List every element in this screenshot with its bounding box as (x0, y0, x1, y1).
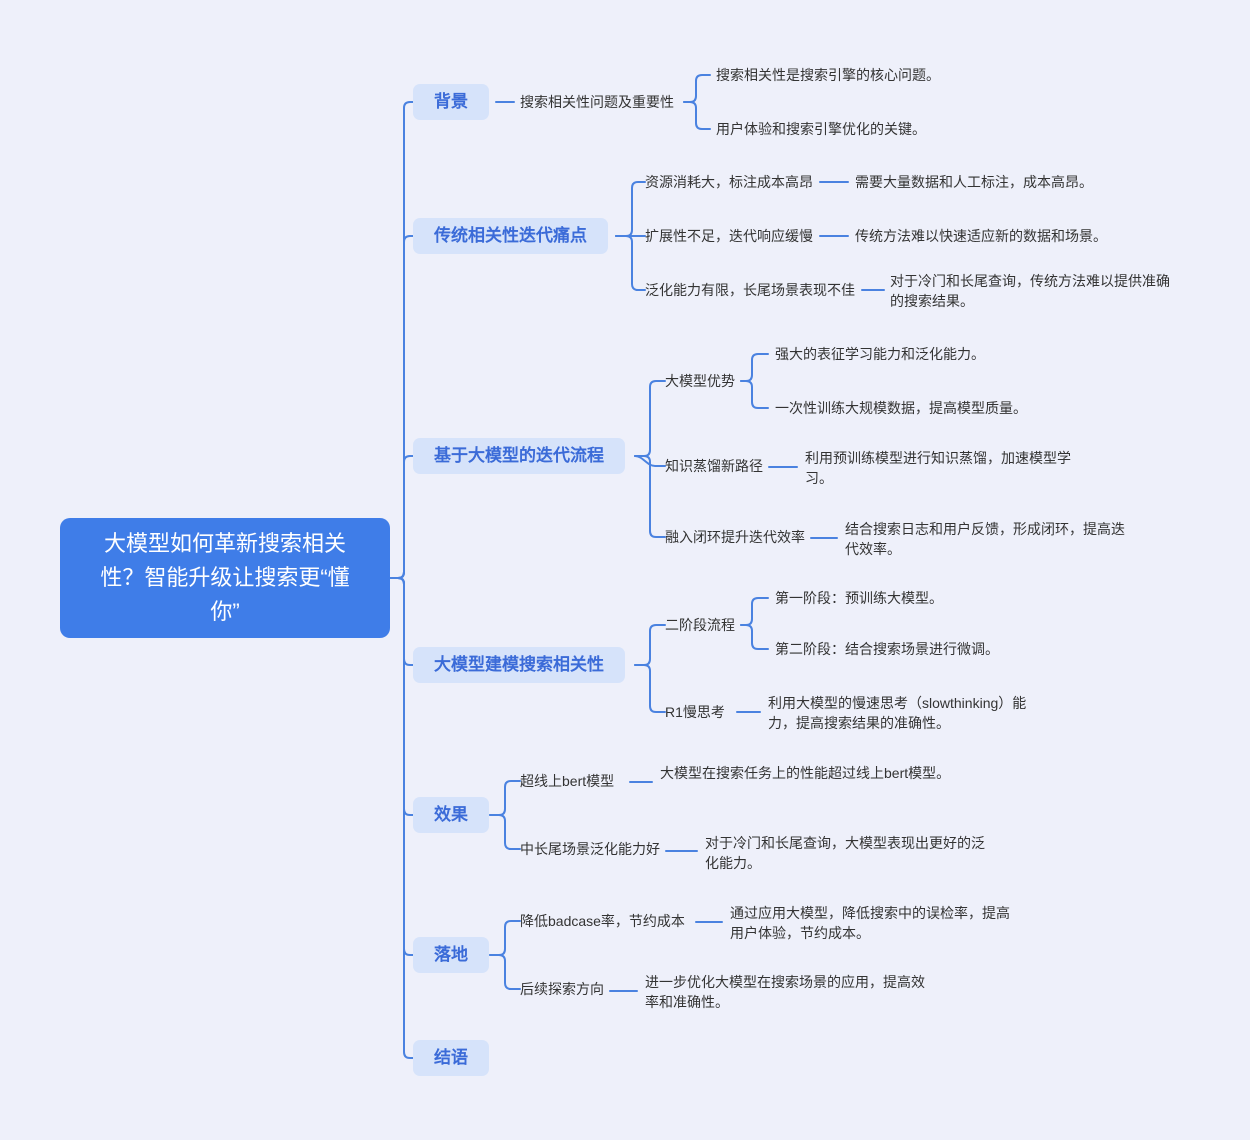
subtopic-node[interactable]: 二阶段流程 (665, 617, 735, 633)
edge (683, 101, 711, 130)
edge (683, 74, 711, 103)
edge (615, 181, 646, 237)
leaf-node[interactable]: 结合搜索日志和用户反馈，形成闭环，提高迭代效率。 (845, 521, 1125, 557)
leaf-node[interactable]: 对于冷门和长尾查询，大模型表现出更好的泛化能力。 (705, 835, 985, 871)
edge (740, 624, 769, 650)
edge (634, 380, 666, 457)
subtopic-node[interactable]: 融入闭环提升迭代效率 (665, 529, 805, 545)
root-node[interactable]: 大模型如何革新搜索相关性？智能升级让搜索更“懂你” (60, 518, 390, 638)
subtopic-node[interactable]: 降低badcase率，节约成本 (520, 913, 685, 929)
leaf-node[interactable]: 第一阶段：预训练大模型。 (775, 590, 943, 606)
leaf-node[interactable]: 对于冷门和长尾查询，传统方法难以提供准确的搜索结果。 (890, 273, 1170, 309)
edge (389, 577, 414, 1059)
leaf-node[interactable]: 进一步优化大模型在搜索场景的应用，提高效率和准确性。 (645, 974, 925, 1010)
leaf-node[interactable]: 传统方法难以快速适应新的数据和场景。 (855, 228, 1107, 244)
branch-deployment[interactable]: 落地 (413, 937, 489, 973)
leaf-node[interactable]: 用户体验和搜索引擎优化的关键。 (716, 121, 926, 137)
leaf-node[interactable]: 通过应用大模型，降低搜索中的误检率，提高用户体验，节约成本。 (730, 905, 1010, 941)
edge (489, 780, 521, 816)
edge (389, 235, 414, 579)
edge (634, 455, 666, 538)
subtopic-node[interactable]: 泛化能力有限，长尾场景表现不佳 (645, 282, 855, 298)
subtopic-node[interactable]: 后续探索方向 (520, 981, 604, 997)
subtopic-node[interactable]: 扩展性不足，迭代响应缓慢 (645, 228, 813, 244)
leaf-node[interactable]: 搜索相关性是搜索引擎的核心问题。 (716, 67, 940, 83)
edge (389, 101, 414, 579)
subtopic-node[interactable]: 资源消耗大，标注成本高昂 (645, 174, 813, 190)
edge (489, 814, 521, 850)
leaf-node[interactable]: 需要大量数据和人工标注，成本高昂。 (855, 174, 1093, 190)
edge (634, 455, 666, 467)
edge (615, 235, 646, 291)
leaf-node[interactable]: 强大的表征学习能力和泛化能力。 (775, 346, 985, 362)
edge (389, 455, 414, 579)
root-node-label: 大模型如何革新搜索相关性？智能升级让搜索更“懂你” (100, 531, 350, 624)
leaf-node[interactable]: 第二阶段：结合搜索场景进行微调。 (775, 641, 999, 657)
subtopic-node[interactable]: 知识蒸馏新路径 (665, 458, 763, 474)
branch-llm-iteration[interactable]: 基于大模型的迭代流程 (413, 438, 625, 474)
edge (634, 664, 666, 713)
edge (740, 380, 769, 409)
edge (389, 577, 414, 666)
branch-pain-points[interactable]: 传统相关性迭代痛点 (413, 218, 608, 254)
leaf-node[interactable]: 大模型在搜索任务上的性能超过线上bert模型。 (660, 765, 951, 781)
edge (634, 624, 666, 666)
edge (489, 954, 521, 990)
edge (740, 353, 769, 382)
subtopic-node[interactable]: 大模型优势 (665, 373, 735, 389)
subtopic-node[interactable]: 超线上bert模型 (520, 773, 615, 789)
subtopic-node[interactable]: 搜索相关性问题及重要性 (520, 94, 674, 110)
subtopic-node[interactable]: R1慢思考 (665, 704, 725, 720)
branch-conclusion[interactable]: 结语 (413, 1040, 489, 1076)
leaf-node[interactable]: 一次性训练大规模数据，提高模型质量。 (775, 400, 1027, 416)
edge (740, 597, 769, 626)
branch-results[interactable]: 效果 (413, 797, 489, 833)
branch-background[interactable]: 背景 (413, 84, 489, 120)
edge (489, 920, 521, 956)
leaf-node[interactable]: 利用预训练模型进行知识蒸馏，加速模型学习。 (805, 450, 1071, 486)
branch-llm-modeling[interactable]: 大模型建模搜索相关性 (413, 647, 625, 683)
subtopic-node[interactable]: 中长尾场景泛化能力好 (520, 841, 660, 857)
edge (389, 577, 414, 816)
edge (389, 577, 414, 956)
leaf-node[interactable]: 利用大模型的慢速思考（slowthinking）能力，提高搜索结果的准确性。 (768, 695, 1027, 731)
